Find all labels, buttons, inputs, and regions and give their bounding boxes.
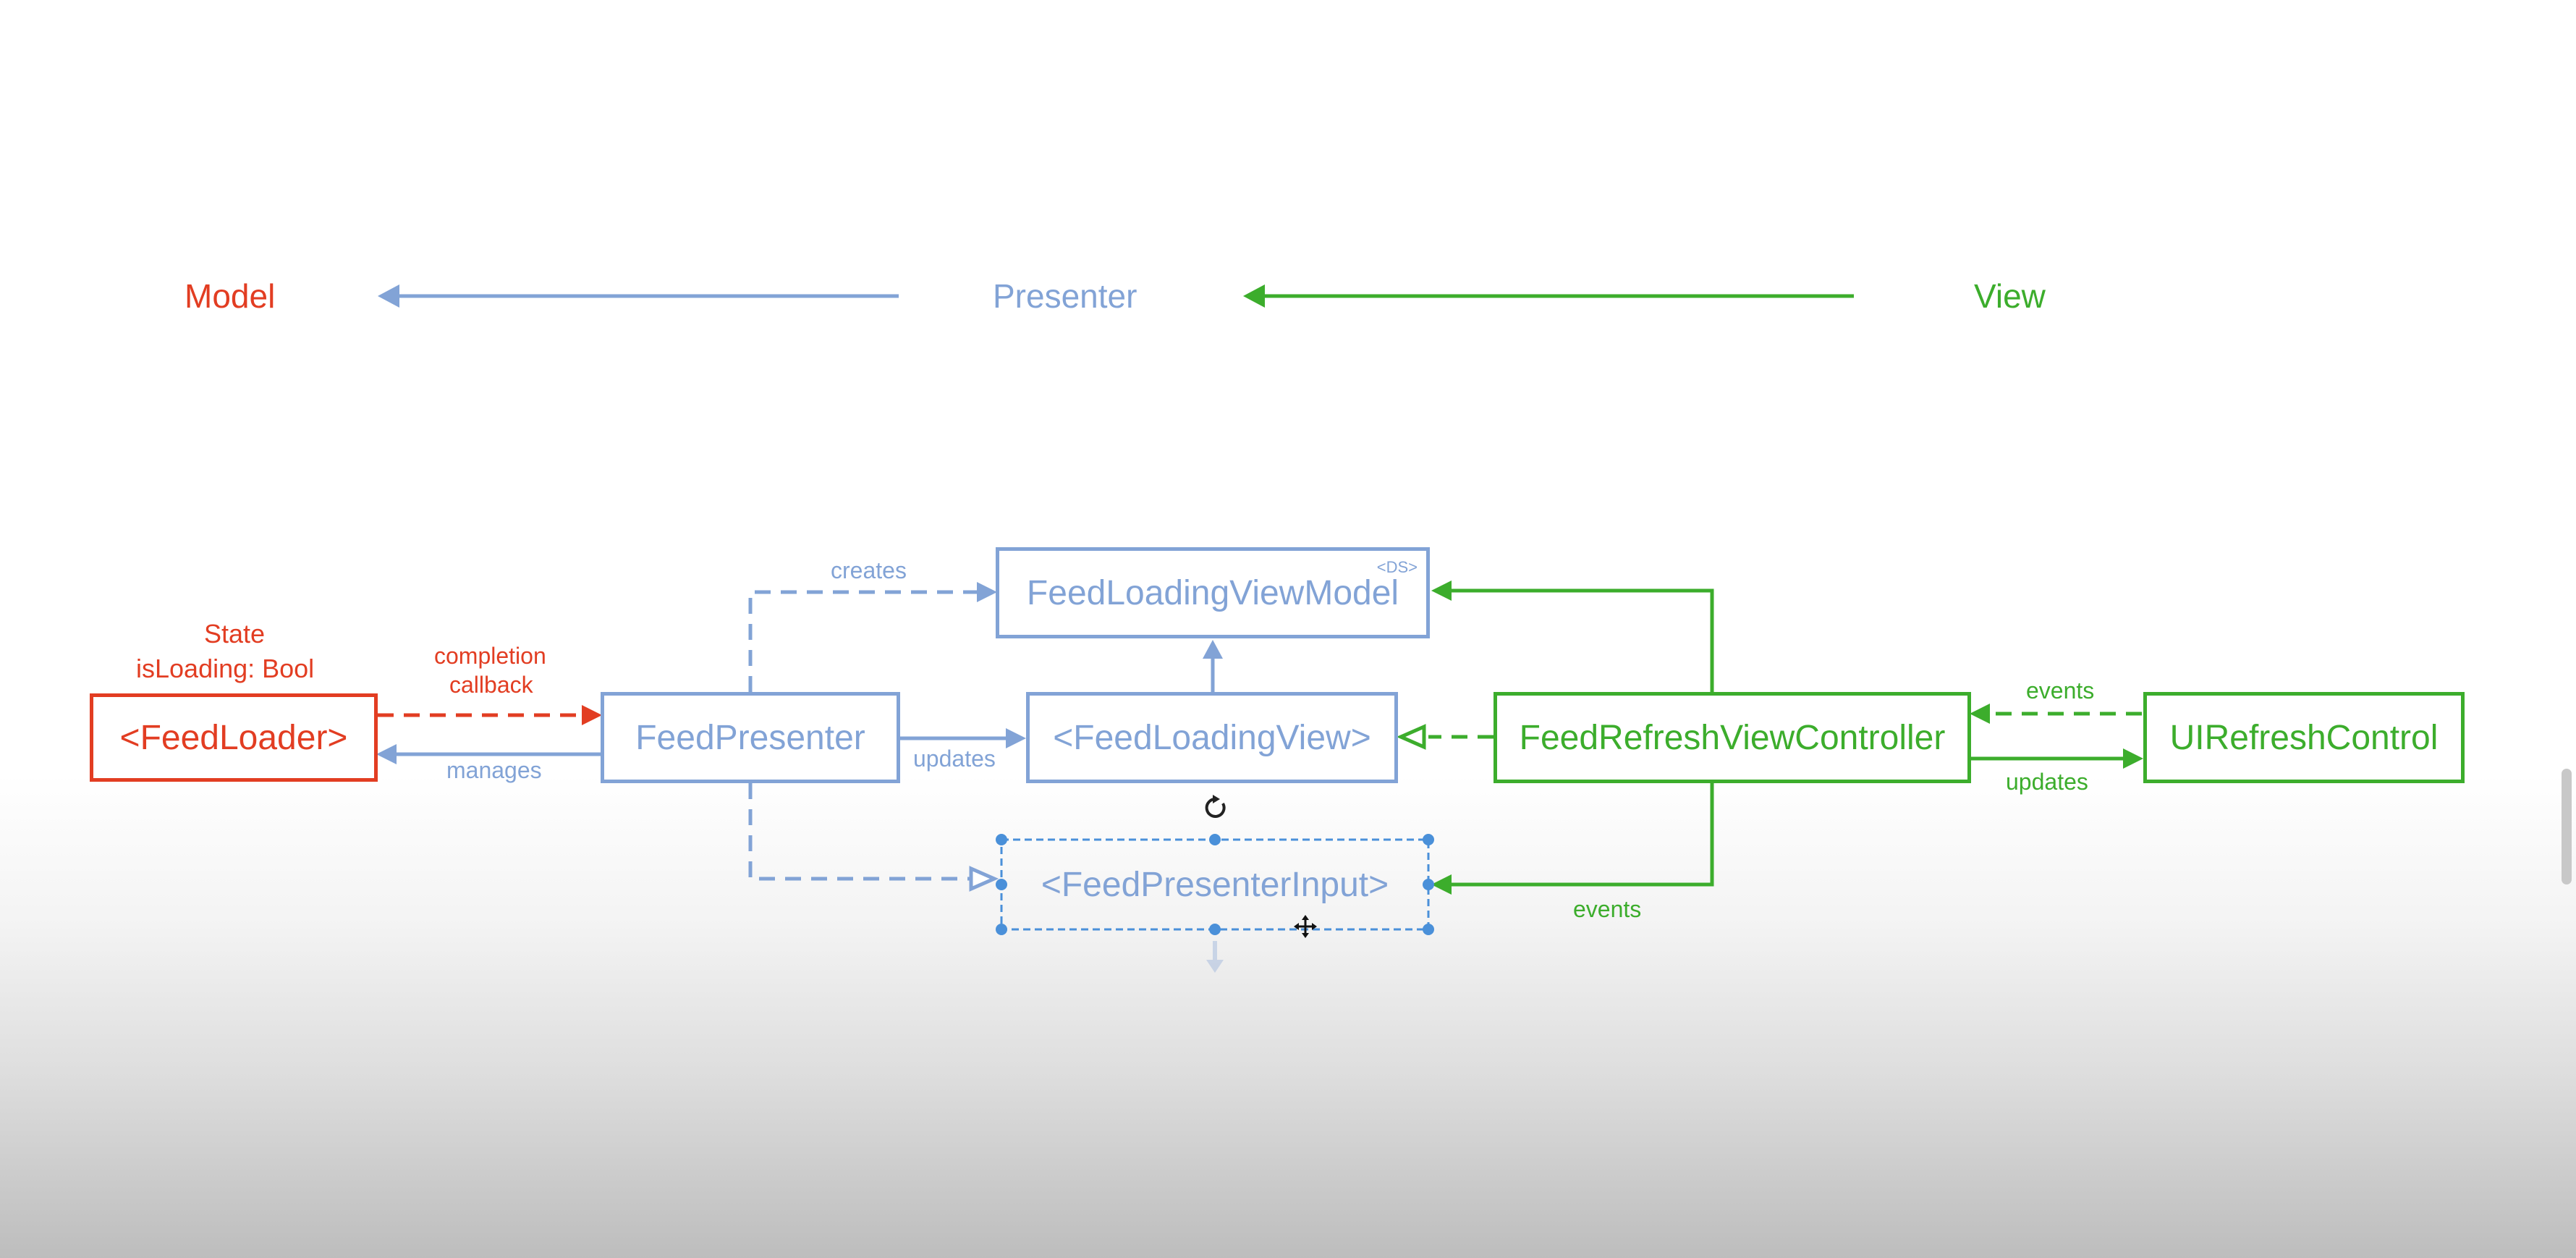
arrow-presenter-implements-input xyxy=(748,783,999,892)
arrow-creates xyxy=(748,582,997,692)
box-feed-loading-view[interactable]: <FeedLoadingView> xyxy=(1026,692,1398,783)
selection-handle-bottom-right[interactable] xyxy=(1423,924,1434,935)
vertical-scrollbar[interactable] xyxy=(2562,769,2572,885)
label-updates-view: updates xyxy=(913,746,996,772)
selection-handle-top-left[interactable] xyxy=(996,834,1007,845)
arrow-controller-to-viewmodel xyxy=(1431,581,1714,692)
box-feed-refresh-view-controller[interactable]: FeedRefreshViewController xyxy=(1494,692,1971,783)
header-presenter: Presenter xyxy=(993,277,1137,315)
box-feed-loading-view-label: <FeedLoadingView> xyxy=(1053,718,1371,757)
label-callback: callback xyxy=(449,672,533,698)
faded-connector-down-icon[interactable] xyxy=(1206,941,1224,973)
arrow-control-updates xyxy=(1970,748,2143,769)
label-state: State xyxy=(203,619,266,649)
box-feed-presenter-input[interactable]: <FeedPresenterInput> xyxy=(1001,840,1428,929)
box-feed-loading-view-model[interactable]: FeedLoadingViewModel <DS> xyxy=(996,547,1430,638)
box-feed-loader-label: <FeedLoader> xyxy=(119,718,348,757)
selection-handle-bottom[interactable] xyxy=(1209,924,1221,935)
arrow-manages xyxy=(376,744,601,764)
arrow-updates-view xyxy=(899,728,1026,748)
selection-handle-top-right[interactable] xyxy=(1423,834,1434,845)
arrow-view-to-viewmodel xyxy=(1203,640,1223,692)
label-events-controller: events xyxy=(1573,896,1642,922)
box-ui-refresh-control[interactable]: UIRefreshControl xyxy=(2143,692,2465,783)
box-feed-presenter-input-label: <FeedPresenterInput> xyxy=(1041,865,1389,904)
label-manages: manages xyxy=(446,757,542,783)
move-cursor-icon xyxy=(1294,915,1317,938)
arrow-completion-callback xyxy=(378,705,602,725)
selection-handle-left[interactable] xyxy=(996,879,1007,890)
arrow-controller-events-to-input xyxy=(1431,782,1714,895)
label-is-loading: isLoading: Bool xyxy=(136,654,315,683)
label-updates-control: updates xyxy=(2006,769,2088,795)
header-model: Model xyxy=(185,277,276,315)
header-arrow-presenter-to-model xyxy=(378,284,899,308)
box-feed-refresh-view-controller-label: FeedRefreshViewController xyxy=(1519,718,1946,757)
label-completion: completion xyxy=(434,643,546,669)
rotate-handle-icon[interactable] xyxy=(1205,795,1226,818)
label-creates: creates xyxy=(831,557,907,583)
selection-frame[interactable] xyxy=(996,834,1434,935)
label-events-control: events xyxy=(2026,677,2095,704)
selection-handle-right[interactable] xyxy=(1423,879,1434,890)
header-arrow-view-to-presenter xyxy=(1243,284,1854,308)
box-feed-loader[interactable]: <FeedLoader> xyxy=(90,693,378,782)
selection-handle-bottom-left[interactable] xyxy=(996,924,1007,935)
arrow-controller-implements-view xyxy=(1396,724,1494,750)
box-feed-presenter-label: FeedPresenter xyxy=(635,718,865,757)
ds-tag: <DS> xyxy=(1376,558,1418,576)
header-view: View xyxy=(1974,277,2046,315)
box-feed-loading-view-model-label: FeedLoadingViewModel xyxy=(1026,573,1399,612)
arrow-control-events xyxy=(1970,704,2142,724)
selection-handle-top[interactable] xyxy=(1209,834,1221,845)
box-ui-refresh-control-label: UIRefreshControl xyxy=(2169,718,2439,757)
box-feed-presenter[interactable]: FeedPresenter xyxy=(601,692,900,783)
